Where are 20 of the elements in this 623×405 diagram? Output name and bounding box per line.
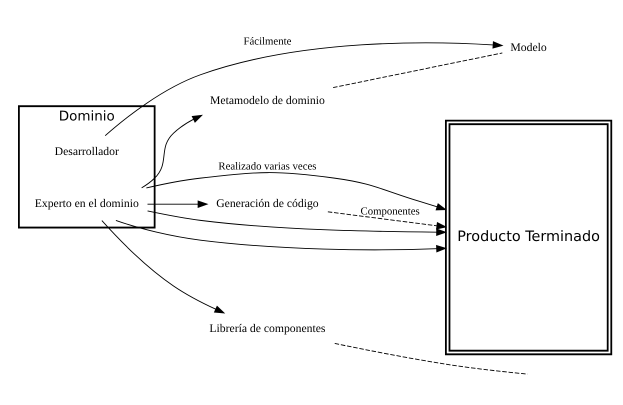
edge-label: Realizado varias veces (218, 160, 316, 172)
node-text: Experto en el dominio (34, 196, 139, 210)
node-text: Modelo (510, 40, 547, 54)
connector (334, 342, 528, 374)
node-text: Metamodelo de dominio (210, 93, 325, 106)
arrow (147, 210, 448, 236)
node-text: Librería de componentes (209, 322, 326, 335)
node-text: Generación de código (216, 196, 319, 210)
node-box: Producto Terminado (444, 119, 612, 355)
arrow (115, 220, 448, 252)
arrow (146, 172, 447, 210)
arrow (104, 40, 504, 136)
node-text: Desarrollador (54, 144, 119, 158)
arrow (147, 200, 208, 208)
edge-label: Fácilmente (244, 35, 292, 48)
connector (332, 52, 503, 88)
arrow (101, 220, 226, 313)
arrow (327, 210, 448, 229)
arrow (141, 114, 203, 188)
edge-label: Componentes (360, 205, 420, 218)
